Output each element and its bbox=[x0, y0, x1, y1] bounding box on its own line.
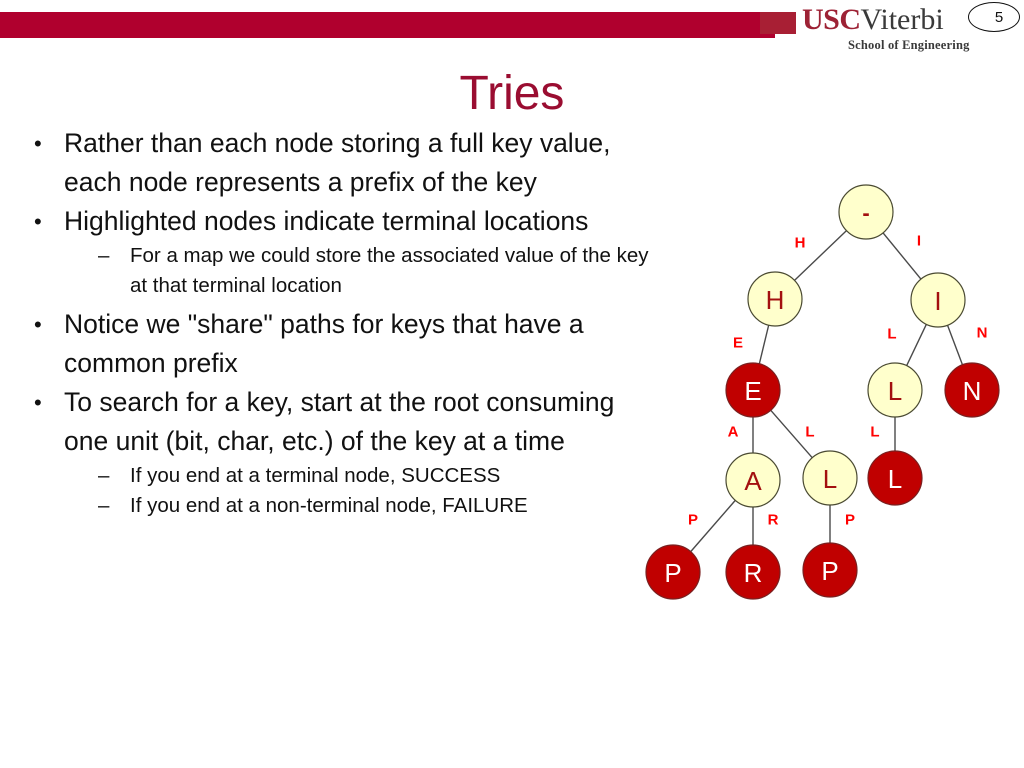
bullet-item: To search for a key, start at the root c… bbox=[22, 383, 662, 461]
trie-node bbox=[838, 184, 894, 240]
trie-node-label: L bbox=[888, 464, 902, 494]
trie-node-label: N bbox=[963, 376, 982, 406]
trie-edge-label: P bbox=[688, 512, 698, 529]
bullet-item: Rather than each node storing a full key… bbox=[22, 124, 662, 202]
trie-edge bbox=[690, 499, 736, 553]
trie-node-label: - bbox=[862, 201, 869, 226]
slide-title: Tries bbox=[459, 67, 565, 120]
trie-edge bbox=[882, 232, 922, 280]
trie-node-label: L bbox=[823, 464, 837, 494]
trie-node-label: I bbox=[934, 286, 941, 316]
trie-node-terminal bbox=[645, 544, 701, 600]
trie-edge-label: I bbox=[917, 233, 921, 250]
trie-node bbox=[747, 271, 803, 327]
trie-node-label: A bbox=[744, 466, 762, 496]
trie-node-group: - H I E L N A L L P R P bbox=[645, 184, 1000, 600]
trie-edge-label: L bbox=[870, 424, 879, 441]
logo-viterbi-text: Viterbi bbox=[860, 3, 944, 36]
trie-edge-label: N bbox=[977, 325, 988, 342]
trie-node-label: L bbox=[888, 376, 902, 406]
trie-node-terminal bbox=[725, 362, 781, 418]
bullet-list: Rather than each node storing a full key… bbox=[22, 124, 662, 521]
trie-node-terminal bbox=[802, 542, 858, 598]
trie-node-label: R bbox=[744, 558, 763, 588]
bullet-item: Highlighted nodes indicate terminal loca… bbox=[22, 202, 662, 241]
trie-edge bbox=[946, 325, 964, 365]
trie-edge-label: A bbox=[728, 424, 739, 441]
trie-node bbox=[867, 362, 923, 418]
trie-diagram: - H I E L N A L L P R P H I E L N A L L P R P bbox=[620, 160, 1024, 620]
trie-edge-label: L bbox=[805, 424, 814, 441]
trie-node bbox=[910, 272, 966, 328]
trie-edge-label: P bbox=[845, 512, 855, 529]
trie-edge-label-group: H I E L N A L L P R P bbox=[688, 233, 987, 529]
page-number-badge: 5 bbox=[968, 2, 1020, 32]
trie-node-label: P bbox=[664, 558, 681, 588]
logo-wordmark: USCViterbi bbox=[802, 4, 944, 36]
trie-node-terminal bbox=[944, 362, 1000, 418]
header-accent-bar bbox=[0, 12, 775, 38]
sub-bullet-item: For a map we could store the associated … bbox=[22, 241, 662, 301]
trie-edge-label: E bbox=[733, 335, 743, 352]
page-number-text: 5 bbox=[994, 9, 1004, 26]
logo-subtitle: School of Engineering bbox=[848, 38, 970, 52]
trie-edge bbox=[906, 324, 927, 366]
logo-square-mark bbox=[760, 12, 796, 34]
trie-edge-label: H bbox=[795, 235, 806, 252]
trie-edge-group bbox=[690, 230, 964, 553]
trie-svg: - H I E L N A L L P R P H I E L N A L L P R P bbox=[645, 184, 1000, 600]
trie-node-label: H bbox=[766, 285, 785, 315]
trie-edge bbox=[794, 230, 847, 281]
trie-node-terminal bbox=[867, 450, 923, 506]
sub-bullet-item: If you end at a non-terminal node, FAILU… bbox=[22, 491, 662, 521]
trie-edge-label: L bbox=[887, 326, 896, 343]
trie-node-label: E bbox=[744, 376, 761, 406]
logo-usc-text: USC bbox=[802, 3, 861, 36]
trie-edge bbox=[770, 409, 813, 459]
usc-viterbi-logo: USCViterbi School of Engineering bbox=[760, 2, 992, 58]
trie-edge bbox=[758, 325, 770, 364]
trie-node-label: P bbox=[821, 556, 838, 586]
trie-edge-label: R bbox=[768, 512, 779, 529]
trie-node bbox=[725, 452, 781, 508]
trie-node bbox=[802, 450, 858, 506]
bullet-item: Notice we "share" paths for keys that ha… bbox=[22, 305, 662, 383]
trie-node-terminal bbox=[725, 544, 781, 600]
sub-bullet-item: If you end at a terminal node, SUCCESS bbox=[22, 461, 662, 491]
